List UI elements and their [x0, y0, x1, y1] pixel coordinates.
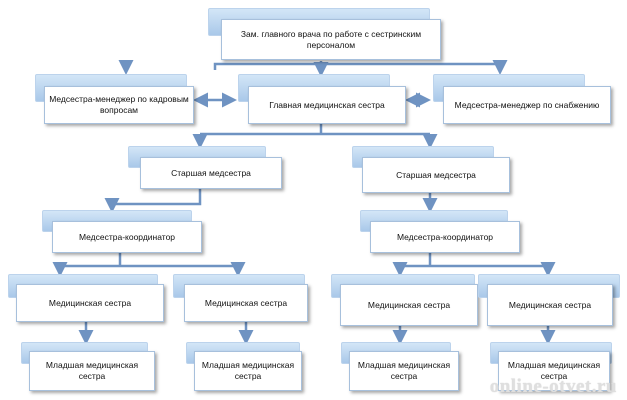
- connector-deputy-branch: [213, 62, 502, 72]
- node-label: Медсестра-координатор: [52, 221, 202, 253]
- node-label: Медицинская сестра: [487, 284, 613, 326]
- node-label: Младшая медицинская сестра: [498, 351, 610, 391]
- node-label: Медицинская сестра: [16, 284, 164, 322]
- node-label: Старшая медсестра: [362, 157, 510, 193]
- node-label: Медицинская сестра: [340, 284, 478, 326]
- node-label: Медсестра-координатор: [370, 221, 520, 253]
- node-label: Медсестра-менеджер по кадровым вопросам: [44, 86, 194, 124]
- node-label: Младшая медицинская сестра: [194, 351, 302, 391]
- node-label: Зам. главного врача по работе с сестринс…: [221, 19, 441, 60]
- node-label: Младшая медицинская сестра: [349, 351, 459, 391]
- node-label: Главная медицинская сестра: [248, 86, 406, 124]
- node-label: Медицинская сестра: [184, 284, 308, 322]
- node-label: Старшая медсестра: [140, 157, 282, 189]
- node-label: Младшая медицинская сестра: [29, 351, 155, 391]
- connector-senior-coord-left: [104, 189, 202, 213]
- watermark: online-otvet.ru: [489, 376, 617, 397]
- node-label: Медсестра-менеджер по снабжению: [443, 86, 611, 124]
